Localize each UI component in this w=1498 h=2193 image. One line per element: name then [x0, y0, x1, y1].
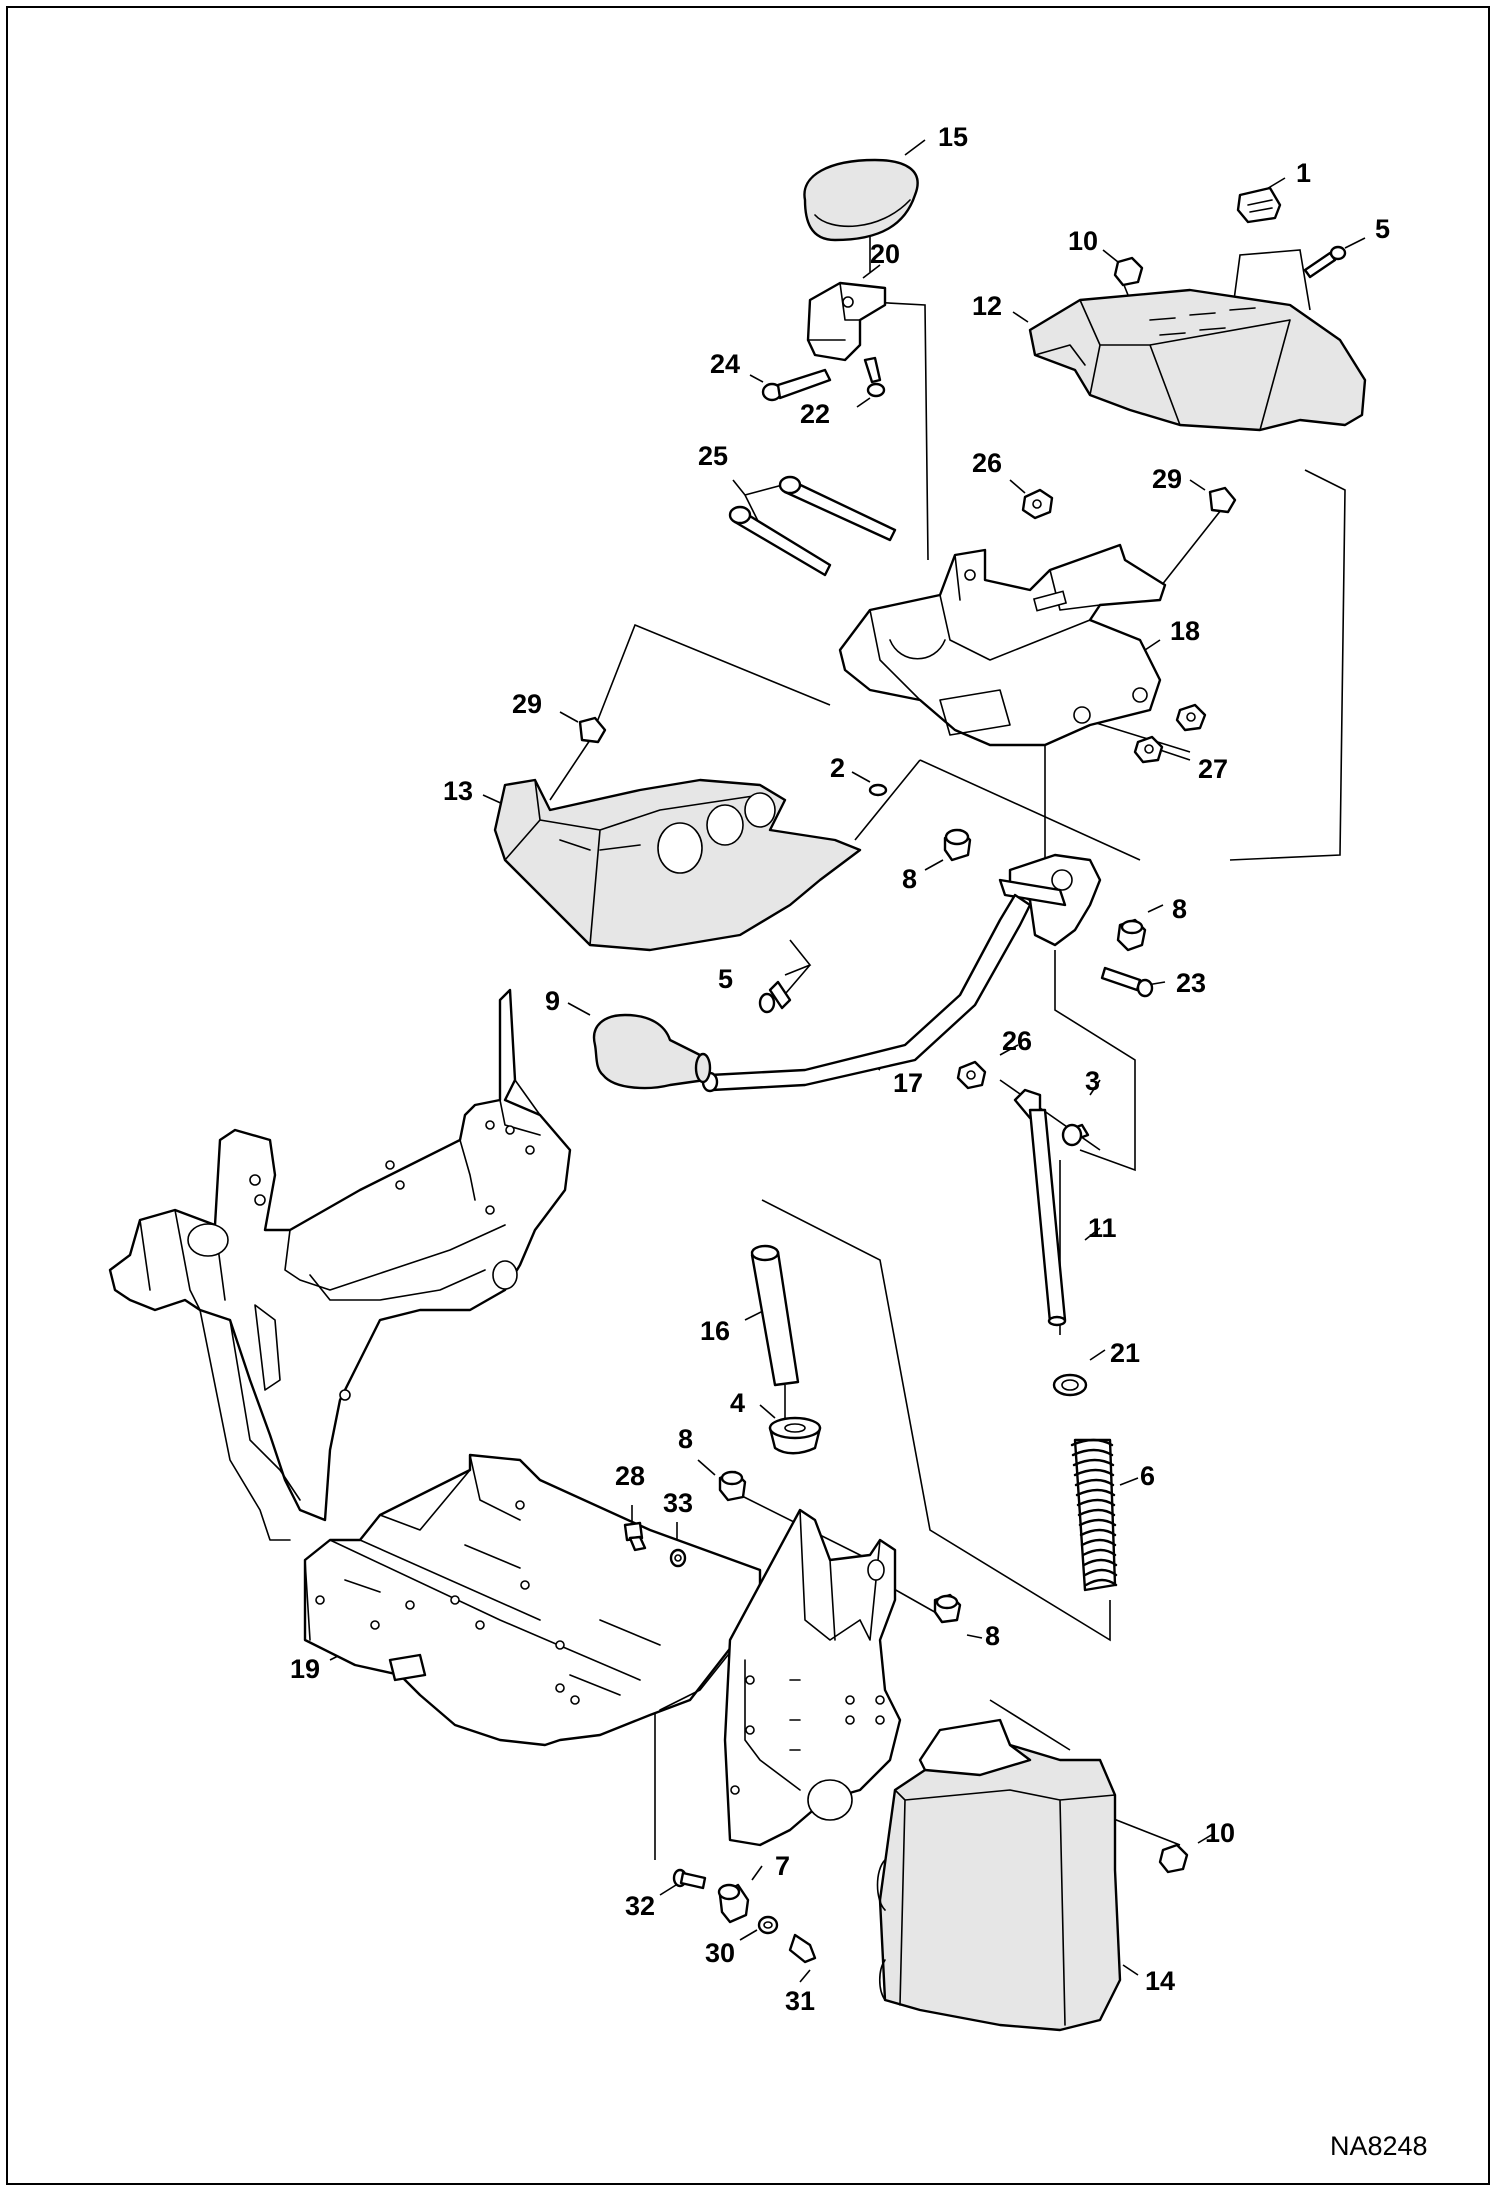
- part-13-lower-cover: [493, 778, 862, 952]
- callout-26-top: 26: [972, 448, 1002, 478]
- chassis-frame: [108, 988, 572, 1541]
- callout-4: 4: [730, 1388, 745, 1418]
- callout-10-top: 10: [1068, 226, 1098, 256]
- part-2-o-ring: [868, 783, 888, 797]
- part-25-bolts: [728, 475, 897, 577]
- callout-7: 7: [775, 1851, 790, 1881]
- part-29-clip-left: [578, 716, 607, 744]
- callout-5-top: 5: [1375, 214, 1390, 244]
- part-11-rod: [1013, 1088, 1067, 1327]
- part-10-nut-bottom: [1158, 1843, 1189, 1874]
- callout-19: 19: [290, 1654, 320, 1684]
- callout-10-bottom: 10: [1205, 1818, 1235, 1848]
- callout-31: 31: [785, 1986, 815, 2016]
- part-29-clip-top: [1208, 486, 1237, 514]
- part-10-nut-top: [1113, 256, 1144, 287]
- part-28-bolt: [623, 1521, 647, 1552]
- callout-5-bottom: 5: [718, 964, 733, 994]
- part-5-screw-top: [1303, 245, 1347, 279]
- part-26-nut-top: [1021, 488, 1054, 520]
- callout-29-left: 29: [512, 689, 542, 719]
- part-14-side-cover: [876, 1718, 1122, 2032]
- callout-9: 9: [545, 986, 560, 1016]
- part-8-bushing-b: [1116, 918, 1147, 952]
- callout-25: 25: [698, 441, 728, 471]
- part-17-shift-lever: [701, 853, 1102, 1093]
- part-8-bushing-a: [943, 828, 972, 862]
- callout-22: 22: [800, 399, 830, 429]
- callout-26-middle: 26: [1002, 1026, 1032, 1056]
- part-8-bushing-d: [933, 1593, 962, 1624]
- callout-12: 12: [972, 291, 1002, 321]
- lever-mount-bracket: [723, 1508, 902, 1847]
- callout-32: 32: [625, 1891, 655, 1921]
- callout-16: 16: [700, 1316, 730, 1346]
- callout-6: 6: [1140, 1461, 1155, 1491]
- part-20-bracket: [806, 281, 887, 362]
- part-9-knob: [592, 1013, 712, 1090]
- part-31-cotter-pin: [788, 1933, 817, 1964]
- callout-29-top: 29: [1152, 464, 1182, 494]
- callout-20: 20: [870, 239, 900, 269]
- callout-28: 28: [615, 1461, 645, 1491]
- part-33-washer: [669, 1548, 687, 1568]
- callout-14: 14: [1145, 1966, 1175, 1996]
- part-8-bushing-c: [718, 1470, 747, 1502]
- callout-8-d: 8: [985, 1621, 1000, 1651]
- callout-27: 27: [1198, 754, 1228, 784]
- callout-30: 30: [705, 1938, 735, 1968]
- part-4-grommet: [768, 1416, 822, 1455]
- callout-1: 1: [1296, 158, 1311, 188]
- part-5-screw-bottom: [758, 980, 792, 1014]
- part-15-armrest-pad: [803, 158, 919, 242]
- callout-8-b: 8: [1172, 894, 1187, 924]
- callout-labels: 15 1 20 10 5 12 24 22 25 26 29 18 29 27 …: [290, 122, 1390, 2016]
- part-30-washer: [757, 1915, 779, 1935]
- part-1-clip: [1236, 186, 1282, 224]
- callout-8-c: 8: [678, 1424, 693, 1454]
- callout-24: 24: [710, 349, 740, 379]
- part-27-nuts: [1133, 703, 1207, 764]
- callout-33: 33: [663, 1488, 693, 1518]
- part-7-spacer: [717, 1883, 750, 1924]
- callout-3: 3: [1085, 1066, 1100, 1096]
- part-22-screw: [863, 356, 886, 398]
- callout-15: 15: [938, 122, 968, 152]
- part-3-screw: [1061, 1123, 1090, 1147]
- callout-23: 23: [1176, 968, 1206, 998]
- callout-2: 2: [830, 753, 845, 783]
- part-6-spring: [1070, 1438, 1118, 1592]
- callout-8-a: 8: [902, 864, 917, 894]
- callout-11: 11: [1088, 1213, 1117, 1243]
- drawing-code: NA8248: [1330, 2131, 1428, 2161]
- part-19-floor-plate: [303, 1453, 762, 1747]
- callout-13: 13: [443, 776, 473, 806]
- part-24-pin: [761, 368, 832, 402]
- part-26-nut-middle: [956, 1060, 987, 1090]
- part-32-pin: [672, 1868, 707, 1890]
- part-18-console-frame: [838, 543, 1167, 747]
- part-23-screw: [1100, 966, 1154, 998]
- part-16-tube: [750, 1244, 800, 1387]
- part-12-upper-cover: [1028, 288, 1367, 432]
- callout-17: 17: [893, 1068, 923, 1098]
- callout-18: 18: [1170, 616, 1200, 646]
- callout-21: 21: [1110, 1338, 1140, 1368]
- leader-lines: [329, 139, 1366, 1983]
- part-21-washer: [1052, 1373, 1088, 1397]
